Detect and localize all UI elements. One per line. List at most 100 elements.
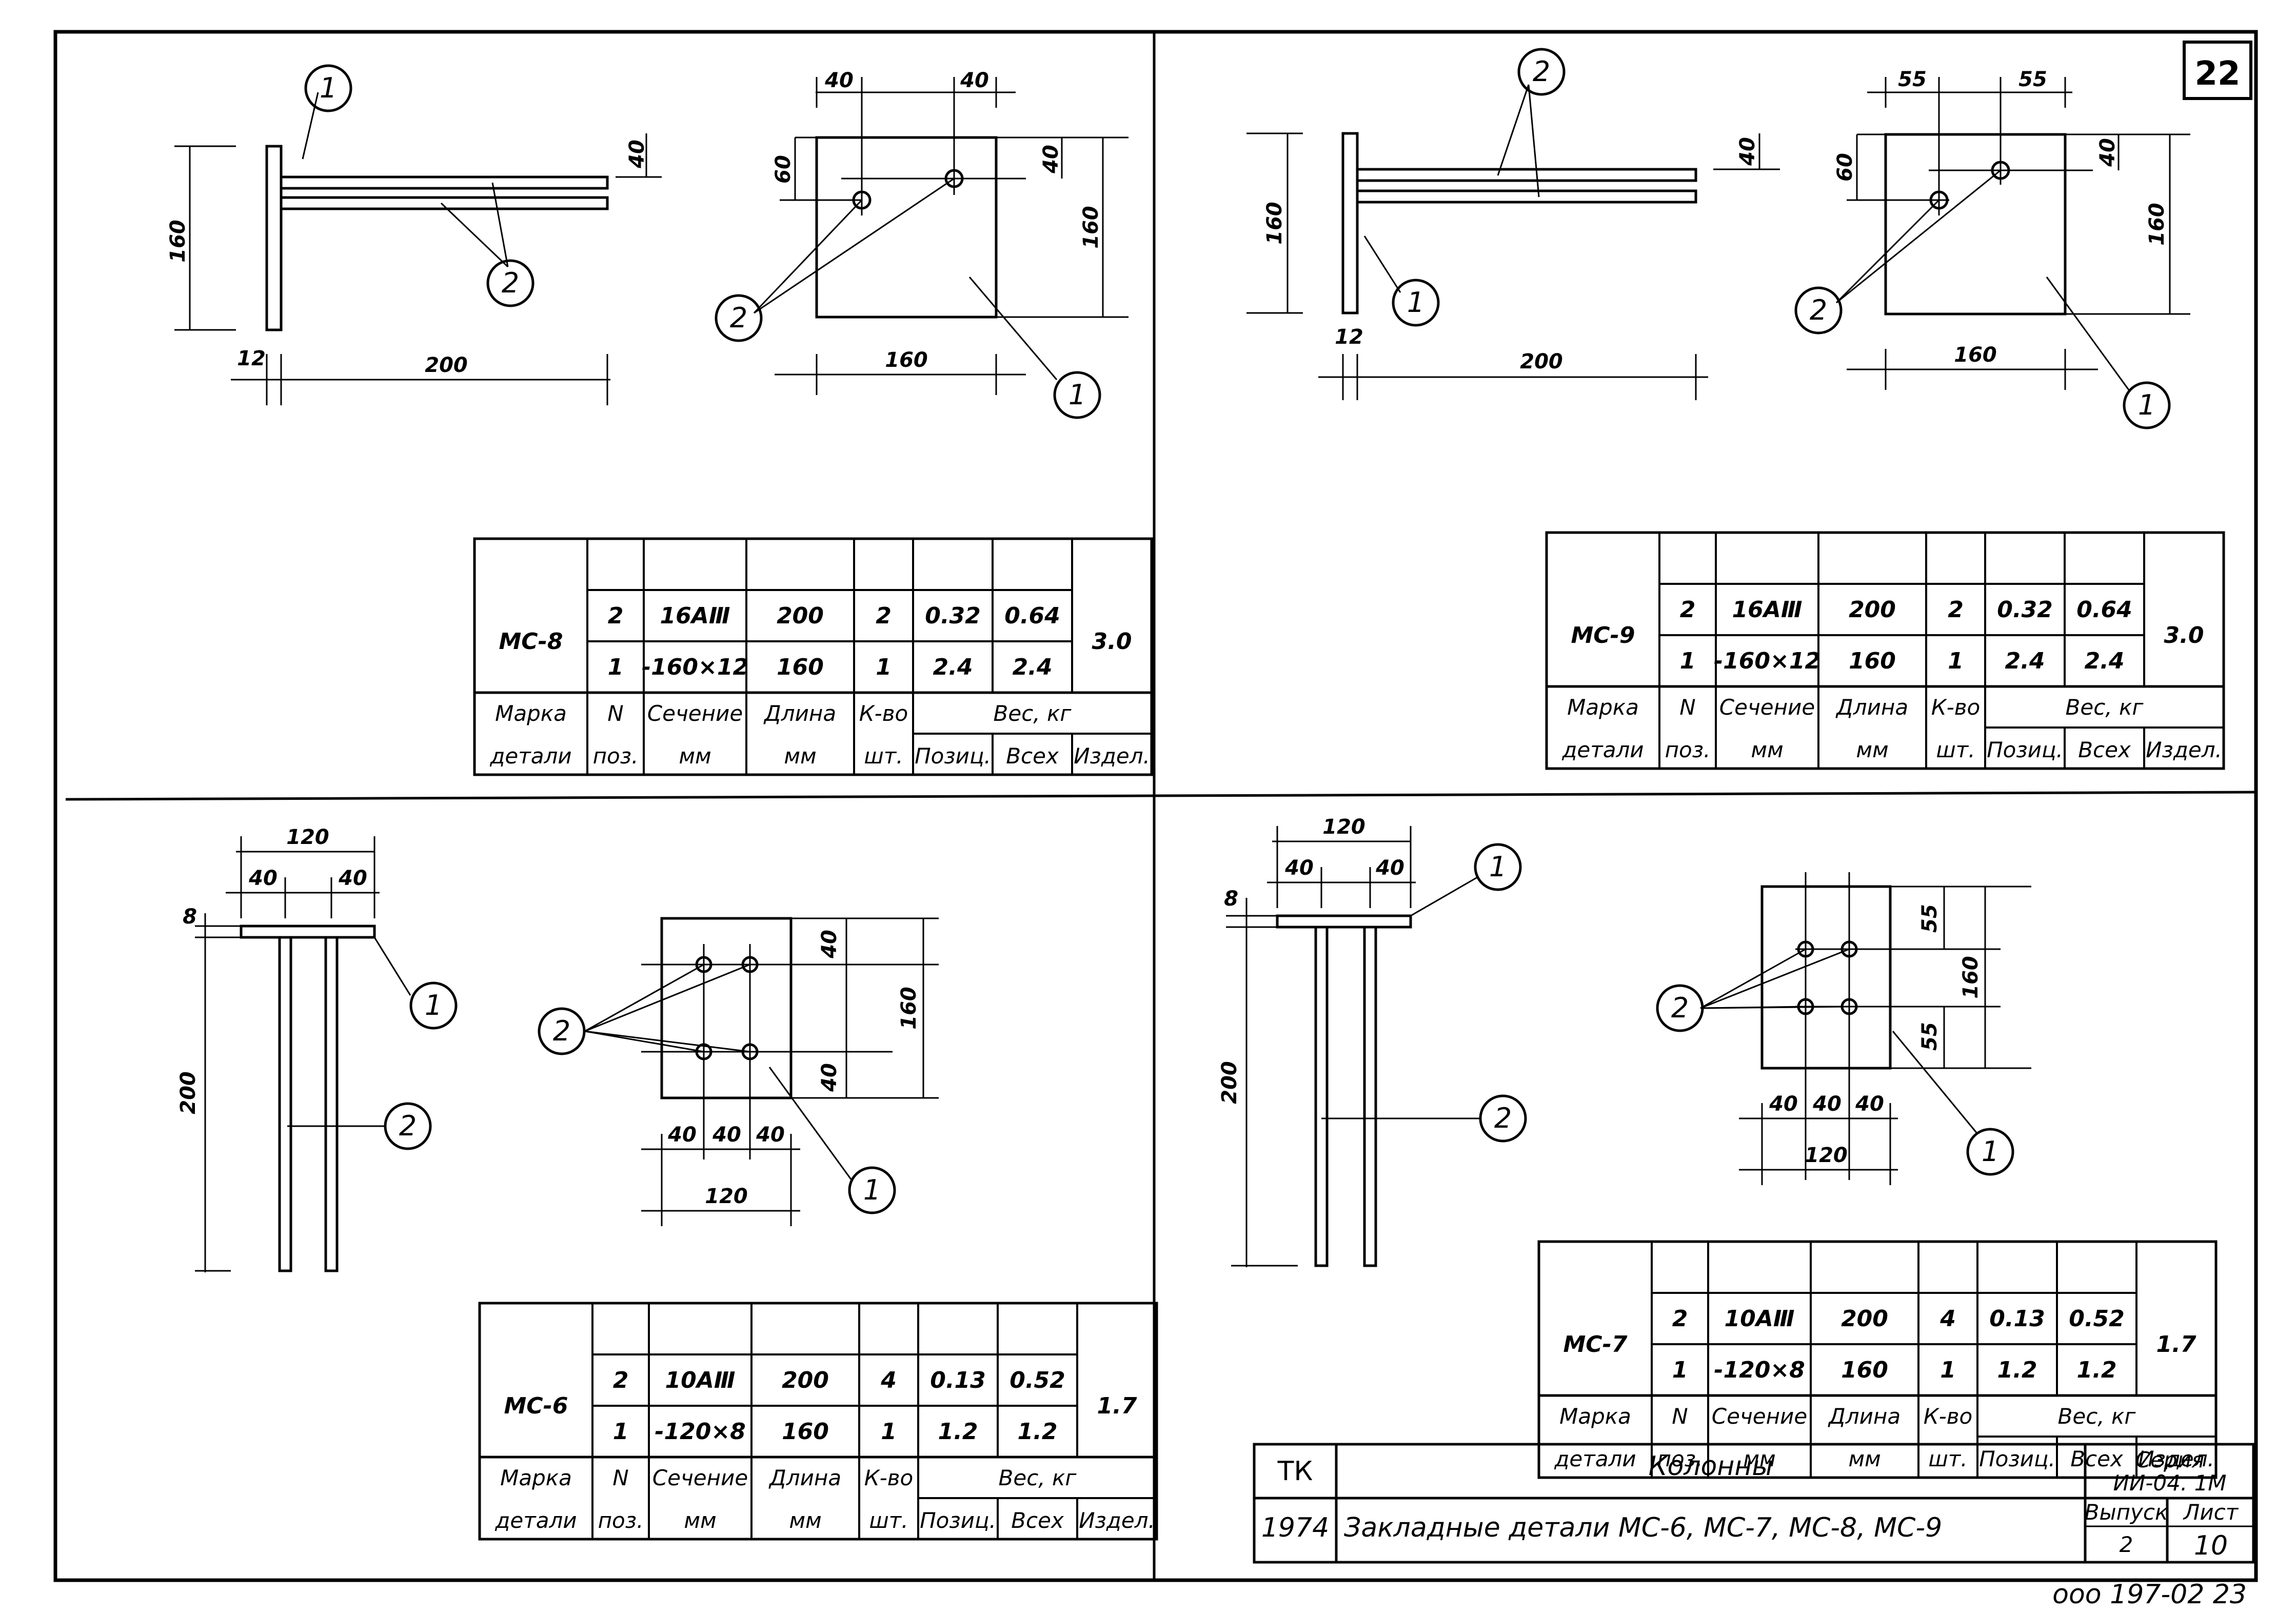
spec-length: 200: [782, 1367, 829, 1393]
header-weight-item: Издел.: [1079, 1508, 1155, 1533]
callout-1: 1: [425, 989, 442, 1021]
dim-160: 160: [1954, 343, 1997, 367]
callout-2: 2: [1494, 1102, 1512, 1134]
spec-qty: 2: [876, 603, 892, 629]
spec-weight-item: 3.0: [2164, 622, 2204, 648]
spec-weight-item: 1.7: [2156, 1331, 2196, 1358]
header-weight-all: Всех: [2078, 737, 2131, 762]
header-pos: поз.: [1657, 1446, 1703, 1471]
header-qty: шт.: [1936, 737, 1975, 762]
dim-200: 200: [1218, 1061, 1241, 1104]
dim-40: 40: [625, 140, 649, 169]
header-mark: детали: [1554, 1446, 1636, 1471]
header-pos: N: [612, 1465, 628, 1490]
header-qty: К-во: [864, 1465, 913, 1490]
header-length: мм: [784, 743, 816, 769]
dim-160: 160: [2145, 203, 2169, 246]
callout-2: 2: [730, 302, 747, 334]
sheet-value: 10: [2194, 1530, 2228, 1561]
header-length: Длина: [768, 1465, 841, 1490]
sheet-number: 22: [2194, 55, 2240, 93]
header-section: Сечение: [1712, 1404, 1807, 1429]
title-subtitle: Закладные детали МС-6, МС-7, МС-8, МС-9: [1344, 1512, 1942, 1543]
spec-qty: 1: [1940, 1357, 1956, 1383]
detail-mc7-labels: 1 2 2 1 120 40 40 8 200 55 55 160 40 40 …: [1218, 815, 1999, 1168]
title-code: ТК: [1277, 1456, 1313, 1487]
dim-160: 160: [1959, 956, 1983, 999]
spec-weight-pos: 2.4: [2005, 648, 2045, 674]
header-section: Сечение: [647, 701, 743, 726]
header-weight-pos: Позиц.: [1987, 737, 2063, 762]
archive-stamp: ооо 197-02 23: [2052, 1579, 2247, 1610]
header-mark: Марка: [1559, 1404, 1631, 1429]
header-qty: К-во: [1931, 695, 1980, 720]
header-qty: шт.: [1928, 1446, 1967, 1471]
spec-qty: 1: [881, 1419, 897, 1445]
dim-160: 160: [1079, 206, 1103, 249]
callout-1: 1: [1407, 286, 1424, 319]
callout-1: 1: [320, 72, 337, 104]
spec-section: 10АⅢ: [665, 1367, 736, 1393]
header-qty: К-во: [1924, 1404, 1972, 1429]
callout-1: 1: [2138, 389, 2155, 421]
dim-55: 55: [2018, 68, 2047, 91]
detail-mc6-labels: 1 2 2 1 120 40 40 8 200 40 40 160 40 40 …: [176, 825, 921, 1208]
spec-qty: 2: [1948, 597, 1964, 623]
detail-mc9: [1246, 48, 2190, 429]
callout-1: 1: [1068, 379, 1086, 411]
spec-weight-all: 0.52: [1010, 1367, 1065, 1393]
spec-weight-all: 0.64: [2076, 597, 2132, 623]
spec-qty: 4: [880, 1367, 897, 1393]
header-mark: Марка: [495, 701, 567, 726]
issue-label: Выпуск: [2085, 1500, 2168, 1525]
dim-8: 8: [183, 905, 197, 929]
spec-weight-item: 3.0: [1092, 628, 1132, 655]
title-block-text: ТК 1974 Колонны Закладные детали МС-6, М…: [1261, 1447, 2239, 1561]
spec-length: 200: [1841, 1306, 1888, 1332]
header-qty: К-во: [859, 701, 908, 726]
header-qty: шт.: [869, 1508, 908, 1533]
sheet-label: Лист: [2183, 1500, 2239, 1525]
spec-pos: 1: [608, 654, 624, 680]
header-weight-pos: Позиц.: [1979, 1446, 2055, 1471]
dim-200: 200: [1520, 350, 1563, 373]
header-section: мм: [1743, 1446, 1775, 1471]
header-weight-all: Всех: [1011, 1508, 1064, 1533]
spec-weight-all: 1.2: [2077, 1357, 2117, 1383]
spec-length: 160: [782, 1419, 829, 1445]
dim-40: 40: [338, 867, 367, 890]
spec-section: -120×8: [1714, 1357, 1805, 1383]
header-pos: N: [607, 701, 623, 726]
header-weight-item: Издел.: [2138, 1446, 2214, 1471]
header-weight: Вес, кг: [994, 701, 1072, 726]
header-section: мм: [684, 1508, 716, 1533]
header-section: Сечение: [652, 1465, 748, 1490]
spec-length: 160: [1849, 648, 1896, 674]
spec-mark: МС-7: [1563, 1331, 1628, 1358]
dim-60: 60: [1833, 153, 1857, 182]
detail-mc8-labels: 1 2 2 1 160 12 200 40 40 40 60 40 160 16…: [166, 69, 1103, 411]
header-weight-item: Издел.: [1074, 743, 1150, 769]
dim-40: 40: [818, 930, 841, 959]
header-weight-all: Всех: [1006, 743, 1059, 769]
title-year: 1974: [1261, 1512, 1329, 1543]
header-length: Длина: [1828, 1404, 1901, 1429]
spec-weight-all: 0.64: [1004, 603, 1060, 629]
callout-2: 2: [1671, 992, 1689, 1024]
spec-weight-pos: 2.4: [933, 654, 973, 680]
header-length: Длина: [763, 701, 836, 726]
dim-40: 40: [1039, 145, 1063, 174]
dim-40: 40: [667, 1123, 697, 1147]
spec-weight-pos: 0.32: [1997, 597, 2053, 623]
dim-8: 8: [1224, 887, 1238, 911]
spec-weight-pos: 0.32: [925, 603, 981, 629]
spec-weight-pos: 0.13: [1989, 1306, 2045, 1332]
header-mark: Марка: [500, 1465, 572, 1490]
header-weight-pos: Позиц.: [915, 743, 991, 769]
spec-pos: 1: [1672, 1357, 1688, 1383]
spec-weight-pos: 0.13: [930, 1367, 986, 1393]
